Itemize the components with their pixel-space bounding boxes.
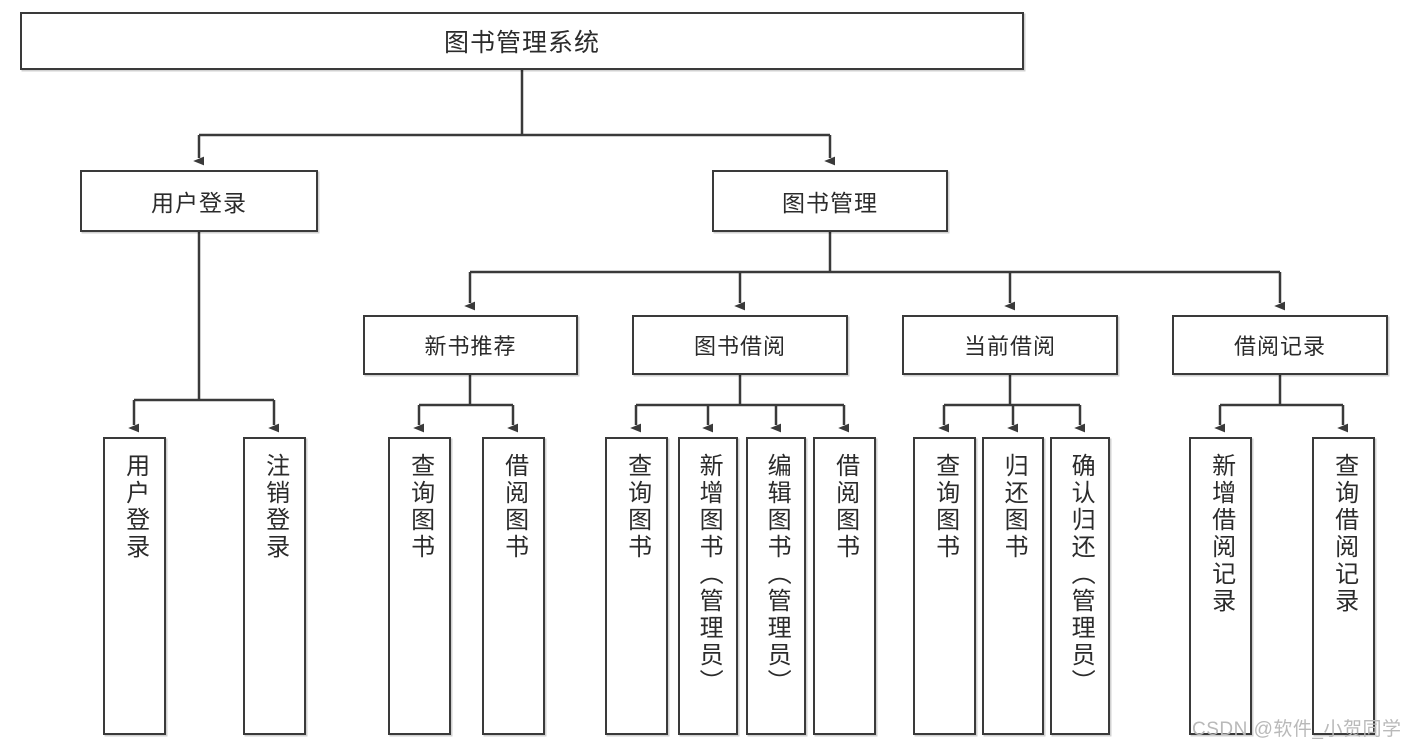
node-root[interactable]: 图书管理系统 [20,12,1024,70]
leaf-user-logout-label: 注销登录 [261,453,289,561]
leaf-user-login[interactable]: 用户登录 [103,437,166,735]
node-borrow-record[interactable]: 借阅记录 [1172,315,1388,375]
leaf-query-book-recommend-label: 查询图书 [406,453,434,561]
node-book-management-label: 图书管理 [782,190,878,216]
leaf-return-book-label: 归还图书 [1000,453,1028,561]
leaf-query-book-current[interactable]: 查询图书 [913,437,976,735]
leaf-confirm-return-admin-label: 确认归还（管理员） [1067,453,1095,696]
leaf-borrow-book-recommend-label: 借阅图书 [500,453,528,561]
leaf-user-login-label: 用户登录 [121,453,149,561]
leaf-confirm-return-admin[interactable]: 确认归还（管理员） [1050,437,1110,735]
leaf-return-book[interactable]: 归还图书 [982,437,1044,735]
leaf-add-borrow-record[interactable]: 新增借阅记录 [1189,437,1252,735]
leaf-borrow-book-label: 借阅图书 [831,453,859,561]
leaf-borrow-book[interactable]: 借阅图书 [813,437,876,735]
leaf-edit-book-admin[interactable]: 编辑图书（管理员） [746,437,806,735]
leaf-add-book-admin[interactable]: 新增图书（管理员） [678,437,738,735]
leaf-query-book-current-label: 查询图书 [931,453,959,561]
node-book-borrow-label: 图书借阅 [693,334,786,359]
node-book-management[interactable]: 图书管理 [712,170,948,232]
node-book-borrow[interactable]: 图书借阅 [632,315,848,375]
leaf-query-borrow-record-label: 查询借阅记录 [1330,453,1358,615]
leaf-user-logout[interactable]: 注销登录 [243,437,306,735]
leaf-edit-book-admin-label: 编辑图书（管理员） [763,453,791,696]
node-user-login-label: 用户登录 [151,190,247,216]
leaf-add-book-admin-label: 新增图书（管理员） [695,453,723,696]
node-borrow-record-label: 借阅记录 [1233,334,1326,359]
leaf-query-borrow-record[interactable]: 查询借阅记录 [1312,437,1375,735]
node-new-book-recommend-label: 新书推荐 [424,334,517,359]
csdn-watermark: CSDN @软件_小贺同学 [1192,714,1401,741]
leaf-query-book-borrow[interactable]: 查询图书 [605,437,668,735]
leaf-query-book-recommend[interactable]: 查询图书 [388,437,451,735]
csdn-watermark-text: CSDN @软件_小贺同学 [1192,719,1402,740]
leaf-query-book-borrow-label: 查询图书 [623,453,651,561]
leaf-borrow-book-recommend[interactable]: 借阅图书 [482,437,545,735]
node-root-label: 图书管理系统 [443,29,600,57]
leaf-add-borrow-record-label: 新增借阅记录 [1207,453,1235,615]
node-current-borrow-label: 当前借阅 [963,334,1056,359]
node-new-book-recommend[interactable]: 新书推荐 [363,315,578,375]
node-user-login[interactable]: 用户登录 [80,170,318,232]
node-current-borrow[interactable]: 当前借阅 [902,315,1118,375]
